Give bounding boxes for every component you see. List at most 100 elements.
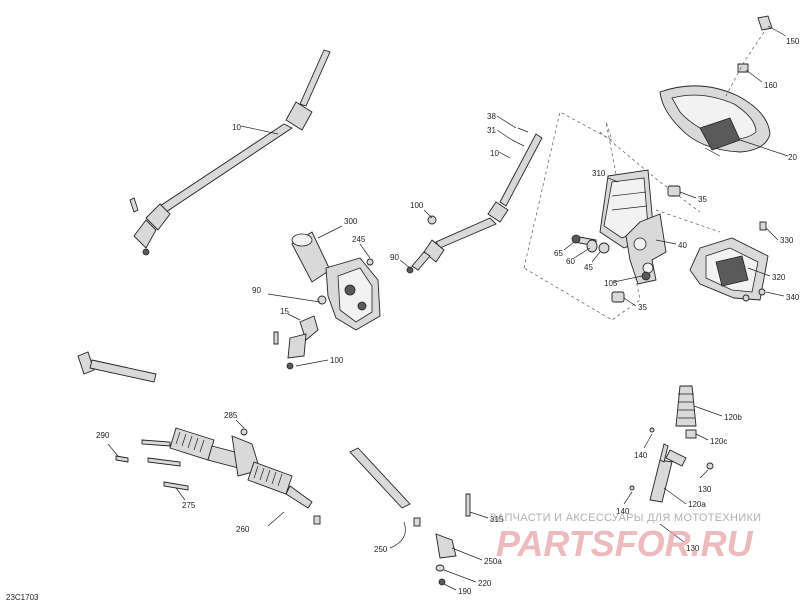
leader-35a [679, 191, 697, 199]
fastener-90-lower [317, 295, 327, 305]
leader-120c [695, 433, 709, 441]
fastener-90-upper [406, 266, 414, 274]
callout-300: 300 [344, 217, 358, 226]
leader-250a [451, 547, 483, 561]
lower-cover [689, 237, 769, 301]
damper-body [649, 443, 673, 503]
callout-250a: 250a [484, 557, 502, 566]
callout-120b: 120b [724, 413, 742, 422]
leader-285 [235, 419, 245, 429]
tie-rod-center [349, 447, 457, 559]
leader-340 [765, 291, 785, 297]
callout-340: 340 [786, 293, 800, 302]
callout-150: 150 [786, 37, 800, 46]
bushing-120c [685, 429, 697, 439]
callout-100: 100 [410, 201, 424, 210]
leader-15 [287, 313, 301, 321]
callout-130: 130 [698, 485, 712, 494]
callout-245: 245 [352, 235, 366, 244]
bolt-275 [163, 481, 189, 491]
leader-215 [469, 511, 489, 519]
callout-130: 130 [686, 544, 700, 553]
steering-wheel [659, 85, 771, 157]
nut-105 [641, 271, 651, 281]
callout-120c: 120c [710, 437, 727, 446]
steering-rack [169, 427, 313, 509]
callout-65: 65 [554, 249, 563, 258]
diagram-id: 23C1703 [6, 593, 39, 602]
callout-160: 160 [764, 81, 778, 90]
assembly-boundary-line [599, 131, 701, 213]
stud-215 [465, 493, 471, 517]
leader-250 [389, 521, 406, 549]
pin-140b [629, 485, 635, 491]
callout-310: 310 [592, 169, 606, 178]
callout-31: 31 [487, 126, 496, 135]
nut-rack-end [313, 515, 321, 525]
leader-320 [747, 267, 771, 277]
clip-315 [742, 294, 750, 302]
callout-290: 290 [96, 431, 110, 440]
bushing-top [667, 185, 681, 197]
bolt-rack-a [141, 439, 171, 447]
fastener-100-upper [427, 215, 437, 225]
callout-140: 140 [634, 451, 648, 460]
callout-45: 45 [584, 263, 593, 272]
callout-100: 100 [330, 356, 344, 365]
leader-65 [563, 241, 575, 251]
leader-90a [267, 293, 321, 303]
leader-140b [623, 491, 633, 505]
screw-340 [758, 288, 766, 296]
leader-38 [496, 115, 517, 129]
callout-90: 90 [252, 286, 261, 295]
clip-38 [517, 127, 529, 133]
washer-220 [435, 564, 445, 572]
lower-intermediate-shaft [133, 49, 331, 249]
leader-160 [745, 69, 763, 83]
callout-190: 190 [458, 587, 472, 596]
callout-285: 285 [224, 411, 238, 420]
column-bracket [625, 213, 667, 285]
wheel-axis [725, 31, 765, 97]
callout-40: 40 [678, 241, 687, 250]
assembly-boundary-line-2 [655, 209, 721, 233]
callout-15: 15 [280, 307, 289, 316]
bolt-90-pin [273, 331, 279, 345]
callout-90: 90 [390, 253, 399, 262]
callout-120a: 120a [688, 500, 706, 509]
leader-105 [613, 275, 643, 283]
pin-140a [649, 427, 655, 433]
bolt-left-shaft [129, 197, 139, 213]
nut-190 [438, 578, 446, 586]
leader-140a [643, 433, 653, 449]
callout-220: 220 [478, 579, 492, 588]
leader-90b [399, 259, 411, 269]
leader-130a [699, 469, 709, 479]
leader-220 [443, 569, 477, 583]
callout-260: 260 [236, 525, 250, 534]
leader-260 [267, 511, 285, 527]
damper-boot [675, 385, 697, 427]
leader-130b [659, 523, 685, 543]
callout-60: 60 [566, 257, 575, 266]
leader-100a [423, 209, 433, 219]
wheel-cap [757, 15, 773, 31]
leader-310 [607, 177, 619, 183]
leader-190 [443, 583, 457, 591]
jam-nut [413, 517, 421, 527]
callout-275: 275 [182, 501, 196, 510]
coupling-joint [286, 315, 319, 370]
leader-120b [693, 405, 723, 417]
leader-330 [765, 227, 779, 241]
leader-150 [767, 25, 787, 37]
callout-330: 330 [780, 236, 794, 245]
bolt-290 [115, 455, 129, 463]
leader-275 [175, 487, 186, 501]
callout-20: 20 [788, 153, 797, 162]
callout-35: 35 [638, 303, 647, 312]
leader-10a [240, 125, 279, 135]
callout-320: 320 [772, 273, 786, 282]
power-steering-unit [291, 231, 381, 331]
callout-105: 105 [604, 279, 618, 288]
